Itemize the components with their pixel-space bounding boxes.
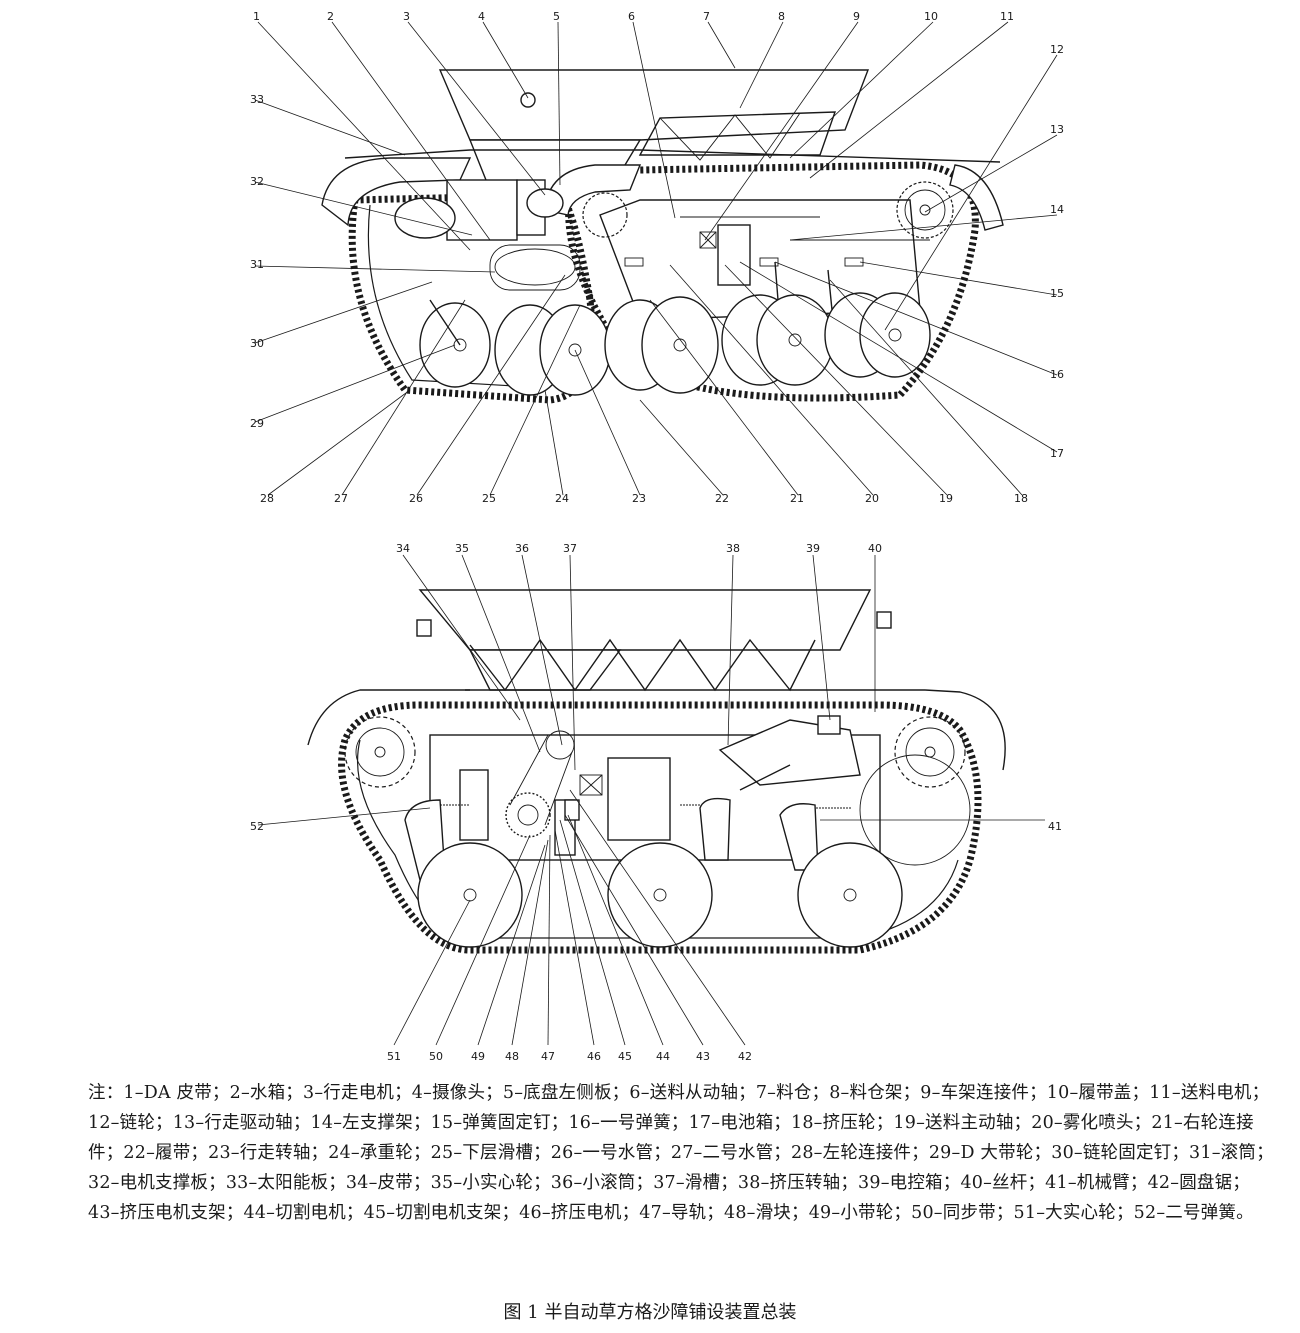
label-33: 33 xyxy=(250,93,264,106)
notes-prefix: 注： xyxy=(88,1083,124,1103)
label-46: 46 xyxy=(587,1050,601,1063)
label-39: 39 xyxy=(806,542,820,555)
label-50: 50 xyxy=(429,1050,443,1063)
side-view-numbers: 34 35 36 37 38 39 40 41 42 43 44 45 46 4… xyxy=(250,542,1062,1063)
label-10: 10 xyxy=(924,10,938,23)
label-2: 2 xyxy=(327,10,334,23)
label-25: 25 xyxy=(482,492,496,505)
top-view-numbers: 1 2 3 4 5 6 7 8 9 10 11 12 13 14 15 16 1… xyxy=(250,10,1064,505)
label-36: 36 xyxy=(515,542,529,555)
label-12: 12 xyxy=(1050,43,1064,56)
label-21: 21 xyxy=(790,492,804,505)
label-8: 8 xyxy=(778,10,785,23)
label-38: 38 xyxy=(726,542,740,555)
label-30: 30 xyxy=(250,337,264,350)
label-29: 29 xyxy=(250,417,264,430)
label-22: 22 xyxy=(715,492,729,505)
label-13: 13 xyxy=(1050,123,1064,136)
label-37: 37 xyxy=(563,542,577,555)
figure-caption: 图 1 半自动草方格沙障铺设装置总装 xyxy=(503,1302,797,1323)
label-9: 9 xyxy=(853,10,860,23)
label-28: 28 xyxy=(260,492,274,505)
top-view-wheels xyxy=(419,292,931,396)
label-40: 40 xyxy=(868,542,882,555)
label-20: 20 xyxy=(865,492,879,505)
label-41: 41 xyxy=(1048,820,1062,833)
label-4: 4 xyxy=(478,10,485,23)
label-15: 15 xyxy=(1050,287,1064,300)
label-47: 47 xyxy=(541,1050,555,1063)
label-45: 45 xyxy=(618,1050,632,1063)
label-6: 6 xyxy=(628,10,635,23)
label-31: 31 xyxy=(250,258,264,271)
label-26: 26 xyxy=(409,492,423,505)
notes-text: 1–DA 皮带；2–水箱；3–行走电机；4–摄像头；5–底盘左侧板；6–送料从动… xyxy=(88,1083,1274,1223)
label-7: 7 xyxy=(703,10,710,23)
label-32: 32 xyxy=(250,175,264,188)
label-44: 44 xyxy=(656,1050,670,1063)
label-24: 24 xyxy=(555,492,569,505)
label-11: 11 xyxy=(1000,10,1014,23)
label-42: 42 xyxy=(738,1050,752,1063)
assembly-drawing: 1 2 3 4 5 6 7 8 9 10 11 12 13 14 15 16 1… xyxy=(250,10,1064,1063)
side-view-leaders xyxy=(257,554,1045,1046)
label-23: 23 xyxy=(632,492,646,505)
label-52: 52 xyxy=(250,820,264,833)
label-49: 49 xyxy=(471,1050,485,1063)
label-5: 5 xyxy=(553,10,560,23)
figure-notes: 注：1–DA 皮带；2–水箱；3–行走电机；4–摄像头；5–底盘左侧板；6–送料… xyxy=(88,1078,1278,1228)
label-16: 16 xyxy=(1050,368,1064,381)
side-view-machine xyxy=(307,589,1006,954)
label-34: 34 xyxy=(396,542,410,555)
label-19: 19 xyxy=(939,492,953,505)
label-1: 1 xyxy=(253,10,260,23)
label-43: 43 xyxy=(696,1050,710,1063)
label-35: 35 xyxy=(455,542,469,555)
label-51: 51 xyxy=(387,1050,401,1063)
top-view-leaders xyxy=(254,21,1058,496)
label-14: 14 xyxy=(1050,203,1064,216)
label-18: 18 xyxy=(1014,492,1028,505)
label-27: 27 xyxy=(334,492,348,505)
top-view-machine xyxy=(321,69,1004,404)
label-17: 17 xyxy=(1050,447,1064,460)
side-view-wheels xyxy=(417,842,903,948)
label-3: 3 xyxy=(403,10,410,23)
label-48: 48 xyxy=(505,1050,519,1063)
